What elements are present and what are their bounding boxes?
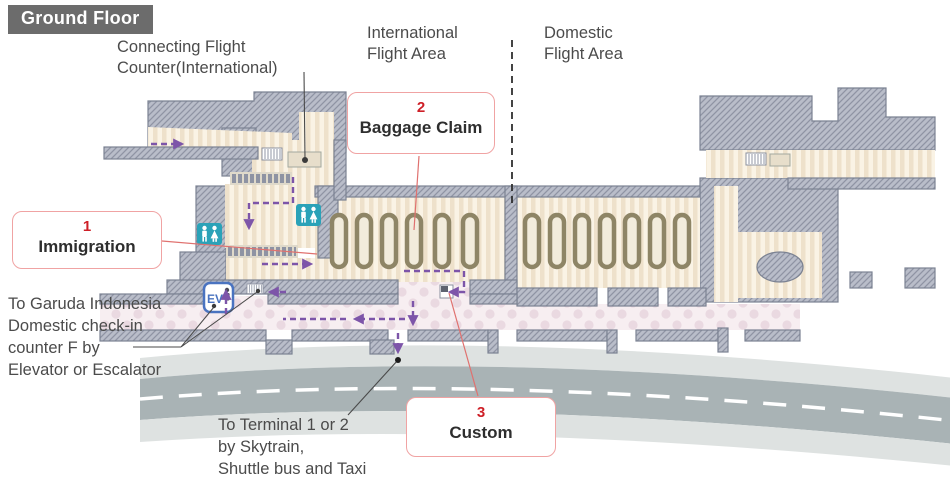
flow-arrows [151,138,466,355]
to-customs-arrow [404,269,466,298]
callout-baggage-claim: 2 Baggage Claim [347,92,495,154]
label-international-flight-area: International Flight Area [367,24,458,63]
label-garuda-checkin: To Garuda Indonesia Domestic check-in co… [8,295,162,379]
right-counter [769,153,791,167]
elevator-label: EV [207,292,223,306]
callout-immigration: 1 Immigration [12,211,162,269]
road-centerline [139,386,950,423]
leader-lines [133,40,513,416]
to-immigration-arrow [243,177,295,231]
callout-custom: 3 Custom [406,397,556,457]
label-terminal-transfer: To Terminal 1 or 2 by Skytrain, Shuttle … [218,416,367,478]
baggage-carousels [329,212,692,270]
label-connecting-flight-counter: Connecting Flight Counter(International) [117,38,278,77]
label-domestic-flight-area: Domestic Flight Area [544,24,623,63]
page-title: Ground Floor [8,5,153,34]
elevator-icon: EV [202,281,235,314]
